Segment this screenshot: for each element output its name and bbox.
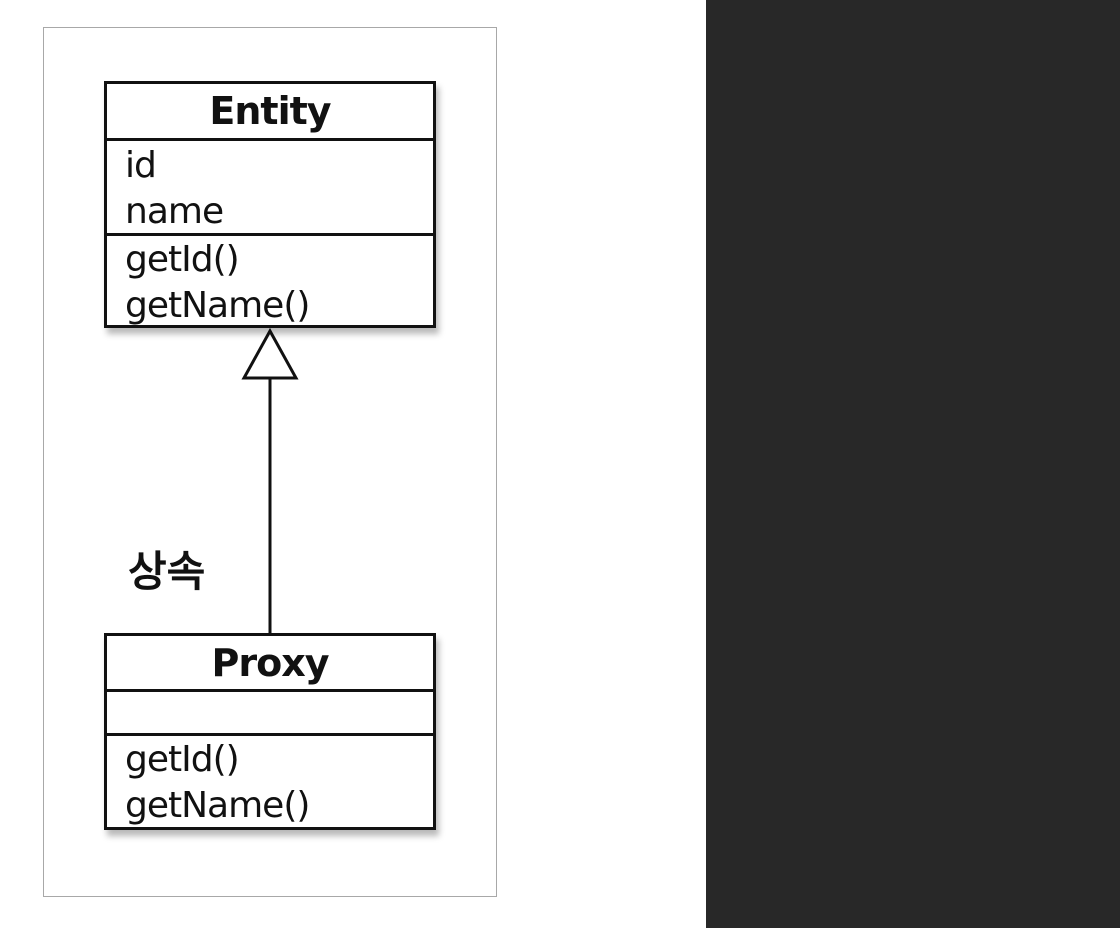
attribute-id: id xyxy=(125,145,157,186)
dark-side-panel xyxy=(706,0,1120,928)
class-name-proxy: Proxy xyxy=(107,636,433,692)
attribute-name: name xyxy=(125,191,224,232)
class-entity[interactable]: Entity id name getId() getName() xyxy=(104,81,436,328)
class-attributes-entity: id name xyxy=(107,141,433,236)
class-methods-proxy: getId() getName() xyxy=(107,736,433,829)
class-attributes-proxy xyxy=(107,692,433,736)
method-get-id: getId() xyxy=(125,739,240,780)
class-methods-entity: getId() getName() xyxy=(107,236,433,329)
class-proxy[interactable]: Proxy getId() getName() xyxy=(104,633,436,830)
method-get-name: getName() xyxy=(125,285,310,326)
method-get-id: getId() xyxy=(125,239,240,280)
class-name-entity: Entity xyxy=(107,84,433,141)
inheritance-label: 상속 xyxy=(128,547,206,596)
method-get-name: getName() xyxy=(125,785,310,826)
